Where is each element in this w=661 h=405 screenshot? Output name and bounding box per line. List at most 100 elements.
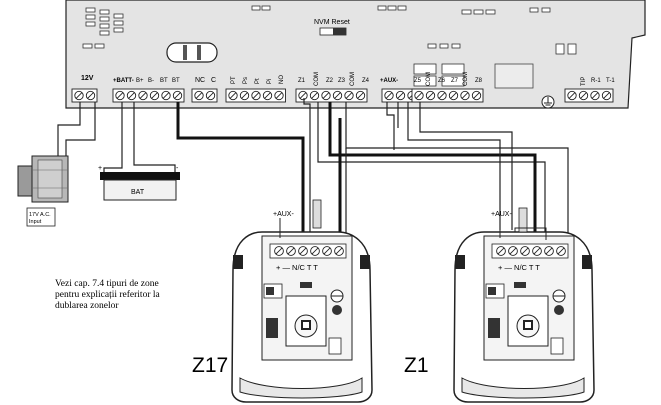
svg-text:Z4: Z4	[362, 78, 370, 84]
svg-text:Ps: Ps	[243, 77, 249, 84]
nvm-reset-label: NVM Reset	[314, 19, 350, 26]
detector-z1: +AUX- + — N/C T T	[453, 207, 595, 403]
terminal-screw-slot	[87, 92, 94, 99]
terminal-screw-slot	[545, 247, 553, 255]
svg-text:Z2: Z2	[326, 78, 334, 84]
terminal-screw-slot	[287, 247, 295, 255]
terminal-screw-slot	[580, 92, 587, 99]
svg-text:NC: NC	[195, 77, 205, 84]
terminal-screw-slot	[174, 92, 181, 99]
ground-icon	[541, 95, 555, 109]
svg-text:BT: BT	[160, 78, 168, 84]
terminal-screw-slot	[450, 92, 457, 99]
terminal-screw-slot	[334, 92, 341, 99]
terminal-screw-slot	[162, 92, 170, 99]
terminal-screw-slot	[229, 92, 237, 99]
terminal-screw-slot	[299, 92, 307, 99]
svg-text:+BATT-: +BATT-	[113, 78, 134, 84]
terminal-screw-slot	[151, 92, 158, 99]
terminal-screw-slot	[385, 92, 393, 99]
terminal-blocks	[71, 88, 614, 103]
terminal-screw-slot	[335, 247, 343, 255]
svg-text:Pt: Pt	[255, 78, 261, 84]
fuse	[166, 42, 218, 63]
battery-minus: -	[176, 165, 179, 172]
transformer-label-2: Input	[29, 219, 42, 225]
svg-text:C: C	[211, 77, 216, 84]
svg-text:Z7: Z7	[451, 78, 459, 84]
terminal-screw-slot	[322, 92, 330, 99]
terminal-labels: 12V +BATT- B+ B- BT BT NC C PT Ps Pt Pi …	[81, 72, 615, 86]
svg-text:COM: COM	[350, 72, 356, 86]
terminal-screw-slot	[345, 92, 353, 99]
terminal-screw-slot	[568, 92, 576, 99]
svg-text:R-1: R-1	[591, 78, 601, 84]
terminal-screw-slot	[299, 247, 307, 255]
terminal-screw-slot	[311, 92, 318, 99]
terminal-screw-slot	[397, 92, 404, 99]
terminal-screw-slot	[461, 92, 469, 99]
svg-text:Z8: Z8	[475, 78, 483, 84]
svg-text:COM: COM	[426, 72, 432, 86]
note-line-1: Vezi cap. 7.4 tipuri de zone	[55, 279, 159, 289]
note-line-3: dublarea zonelor	[55, 301, 119, 311]
detector-label-z1: Z1	[404, 354, 429, 377]
z17-aux-label: +AUX-	[273, 211, 294, 218]
svg-text:B-: B-	[148, 78, 154, 84]
terminal-screw-slot	[438, 92, 446, 99]
svg-text:B+: B+	[136, 78, 144, 84]
control-panel-board: NVM Reset 12V +BATT- B+ B- BT BT NC C PT…	[65, 0, 646, 109]
transformer: 17V A.C. Input	[17, 155, 69, 227]
terminal-screw-slot	[195, 92, 203, 99]
terminal-screw-slot	[509, 247, 517, 255]
svg-text:BT: BT	[172, 78, 180, 84]
z1-aux-label: +AUX-	[491, 211, 512, 218]
terminal-block	[564, 88, 614, 103]
transformer-label-1: 17V A.C.	[29, 212, 51, 218]
terminal-screw-slot	[357, 92, 364, 99]
terminal-screw-slot	[557, 247, 565, 255]
note-line-2: pentru explicații referitor la	[55, 290, 160, 300]
terminal-screw-slot	[497, 247, 505, 255]
battery: + - BAT	[98, 165, 180, 201]
svg-text:12V: 12V	[81, 75, 94, 82]
terminal-screw-slot	[275, 92, 283, 99]
terminal-screw-slot	[533, 247, 541, 255]
terminal-screw-slot	[603, 92, 610, 99]
terminal-screw-slot	[275, 247, 283, 255]
svg-text:Pi: Pi	[267, 79, 273, 84]
detector-label-z17: Z17	[192, 354, 228, 377]
svg-text:+AUX-: +AUX-	[380, 78, 398, 84]
svg-text:Z3: Z3	[338, 78, 346, 84]
zone-doubling-note: Vezi cap. 7.4 tipuri de zone pentru expl…	[55, 279, 185, 312]
terminal-screw-slot	[323, 247, 331, 255]
battery-plus: +	[98, 165, 102, 172]
terminal-screw-slot	[116, 92, 124, 99]
battery-label: BAT	[131, 189, 145, 196]
detector-terminal-screws	[274, 246, 566, 256]
terminal-screw-slot	[415, 92, 423, 99]
terminal-screw-slot	[591, 92, 599, 99]
terminal-screw-slot	[241, 92, 248, 99]
terminal-screw-slot	[128, 92, 135, 99]
svg-text:COM: COM	[463, 72, 469, 86]
svg-text:NO: NO	[279, 75, 285, 84]
svg-text:Z1: Z1	[298, 78, 306, 84]
detector-z17: +AUX- + — N/C T T	[231, 199, 373, 403]
svg-text:Z6: Z6	[438, 78, 446, 84]
svg-text:PT: PT	[231, 76, 237, 84]
svg-text:Z5: Z5	[414, 78, 422, 84]
svg-text:COM: COM	[314, 72, 320, 86]
wires	[57, 98, 569, 250]
svg-text:T-1: T-1	[606, 78, 615, 84]
terminal-screw-slot	[473, 92, 480, 99]
terminal-screw-slot	[207, 92, 214, 99]
terminal-screw-slot	[311, 247, 319, 255]
terminal-screw-slot	[427, 92, 434, 99]
connector-blocks	[413, 63, 465, 87]
terminal-screw-slot	[264, 92, 271, 99]
z17-terminal-labels: + — N/C T T	[276, 263, 318, 272]
terminal-screw-slot	[252, 92, 260, 99]
z1-terminal-labels: + — N/C T T	[498, 263, 540, 272]
terminal-screw-slot	[75, 92, 83, 99]
